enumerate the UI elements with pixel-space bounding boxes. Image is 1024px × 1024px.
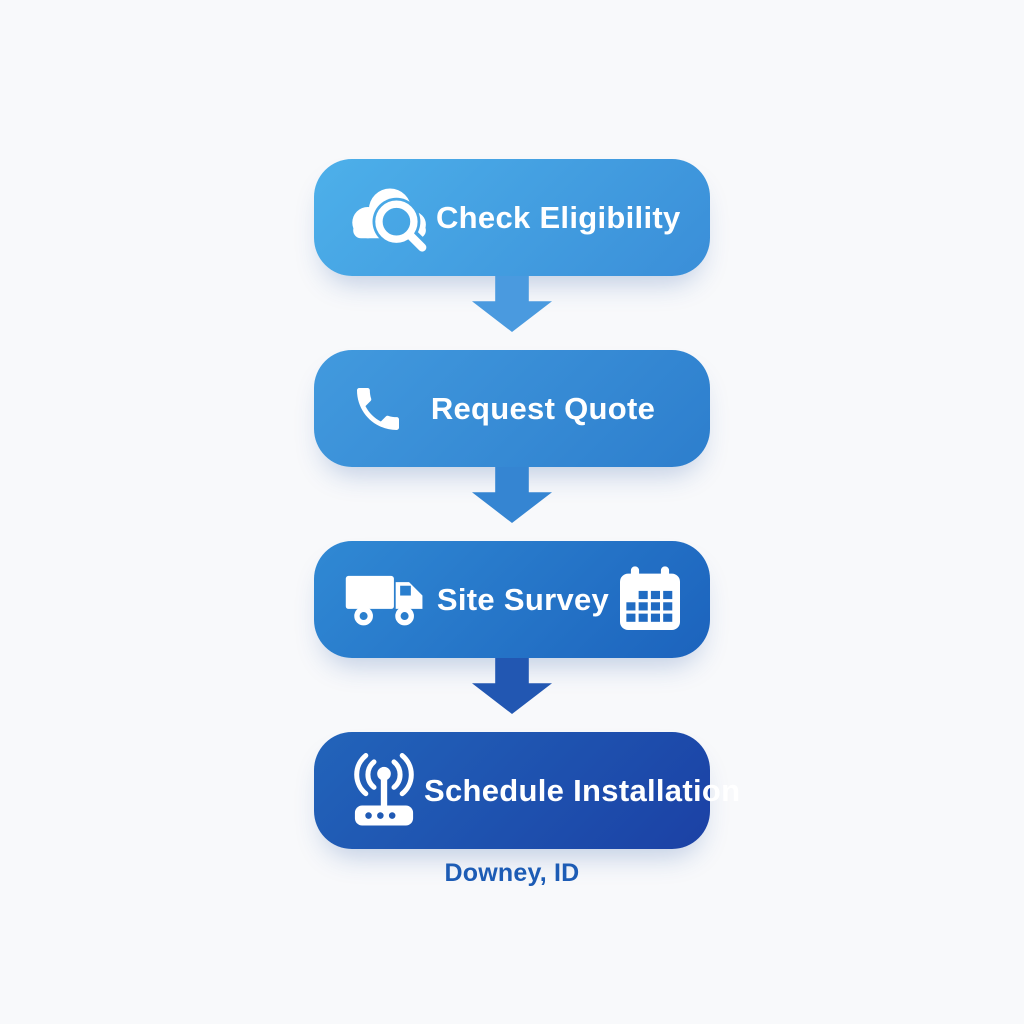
phone-icon (344, 381, 406, 437)
down-arrow (472, 467, 552, 523)
router-icon (344, 751, 424, 831)
step-site-survey[interactable]: Site Survey (314, 541, 710, 658)
truck-icon (344, 572, 426, 628)
location-label: Downey, ID (444, 859, 580, 887)
step-label: Schedule Installation (424, 772, 741, 808)
step-request-quote[interactable]: Request Quote (314, 350, 710, 467)
cloud-search-icon (344, 180, 436, 256)
step-label: Site Survey (436, 581, 610, 617)
step-label: Request Quote (430, 390, 656, 426)
down-arrow (472, 658, 552, 714)
step-schedule-installation[interactable]: Schedule Installation (314, 732, 740, 849)
calendar-icon (620, 565, 680, 634)
step-label: Check Eligibility (436, 199, 681, 235)
down-arrow (472, 276, 552, 332)
flow-column: Check Eligibility Request Quote (314, 0, 740, 888)
step-check-eligibility[interactable]: Check Eligibility (314, 159, 710, 276)
